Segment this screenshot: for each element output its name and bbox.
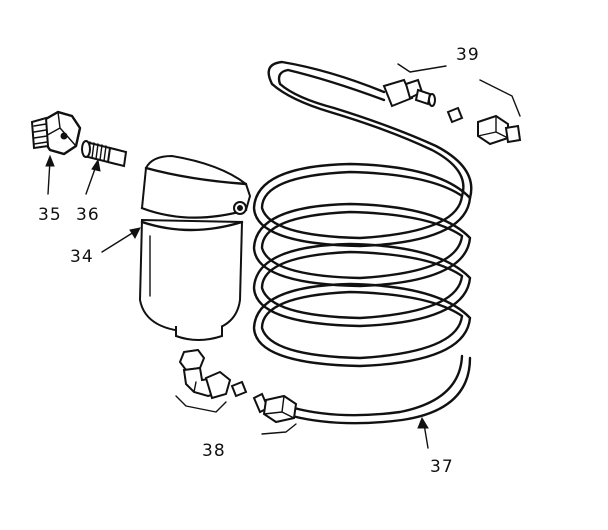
coiled-tube	[252, 60, 473, 425]
bracket-39-left	[397, 63, 447, 73]
bracket-39-right	[479, 79, 521, 117]
tube-fitting-assembly	[382, 78, 522, 146]
leader-36	[85, 165, 97, 195]
callout-35: 35	[38, 205, 62, 225]
callout-38: 38	[202, 441, 226, 461]
leader-34	[101, 231, 135, 253]
oil-cup-reservoir	[138, 154, 252, 341]
arrowhead-36	[91, 158, 101, 172]
callout-39: 39	[456, 45, 480, 65]
bracket-38-right	[261, 423, 297, 435]
elbow-fitting-assembly	[178, 348, 298, 424]
arrowhead-35	[45, 154, 55, 167]
plug-nut	[30, 110, 82, 156]
callout-36: 36	[76, 205, 100, 225]
bracket-38-left	[175, 395, 227, 413]
threaded-nipple	[81, 140, 128, 168]
callout-34: 34	[70, 247, 94, 267]
callout-37: 37	[430, 457, 454, 477]
arrowhead-37	[417, 416, 429, 429]
arrowhead-34	[129, 227, 141, 240]
